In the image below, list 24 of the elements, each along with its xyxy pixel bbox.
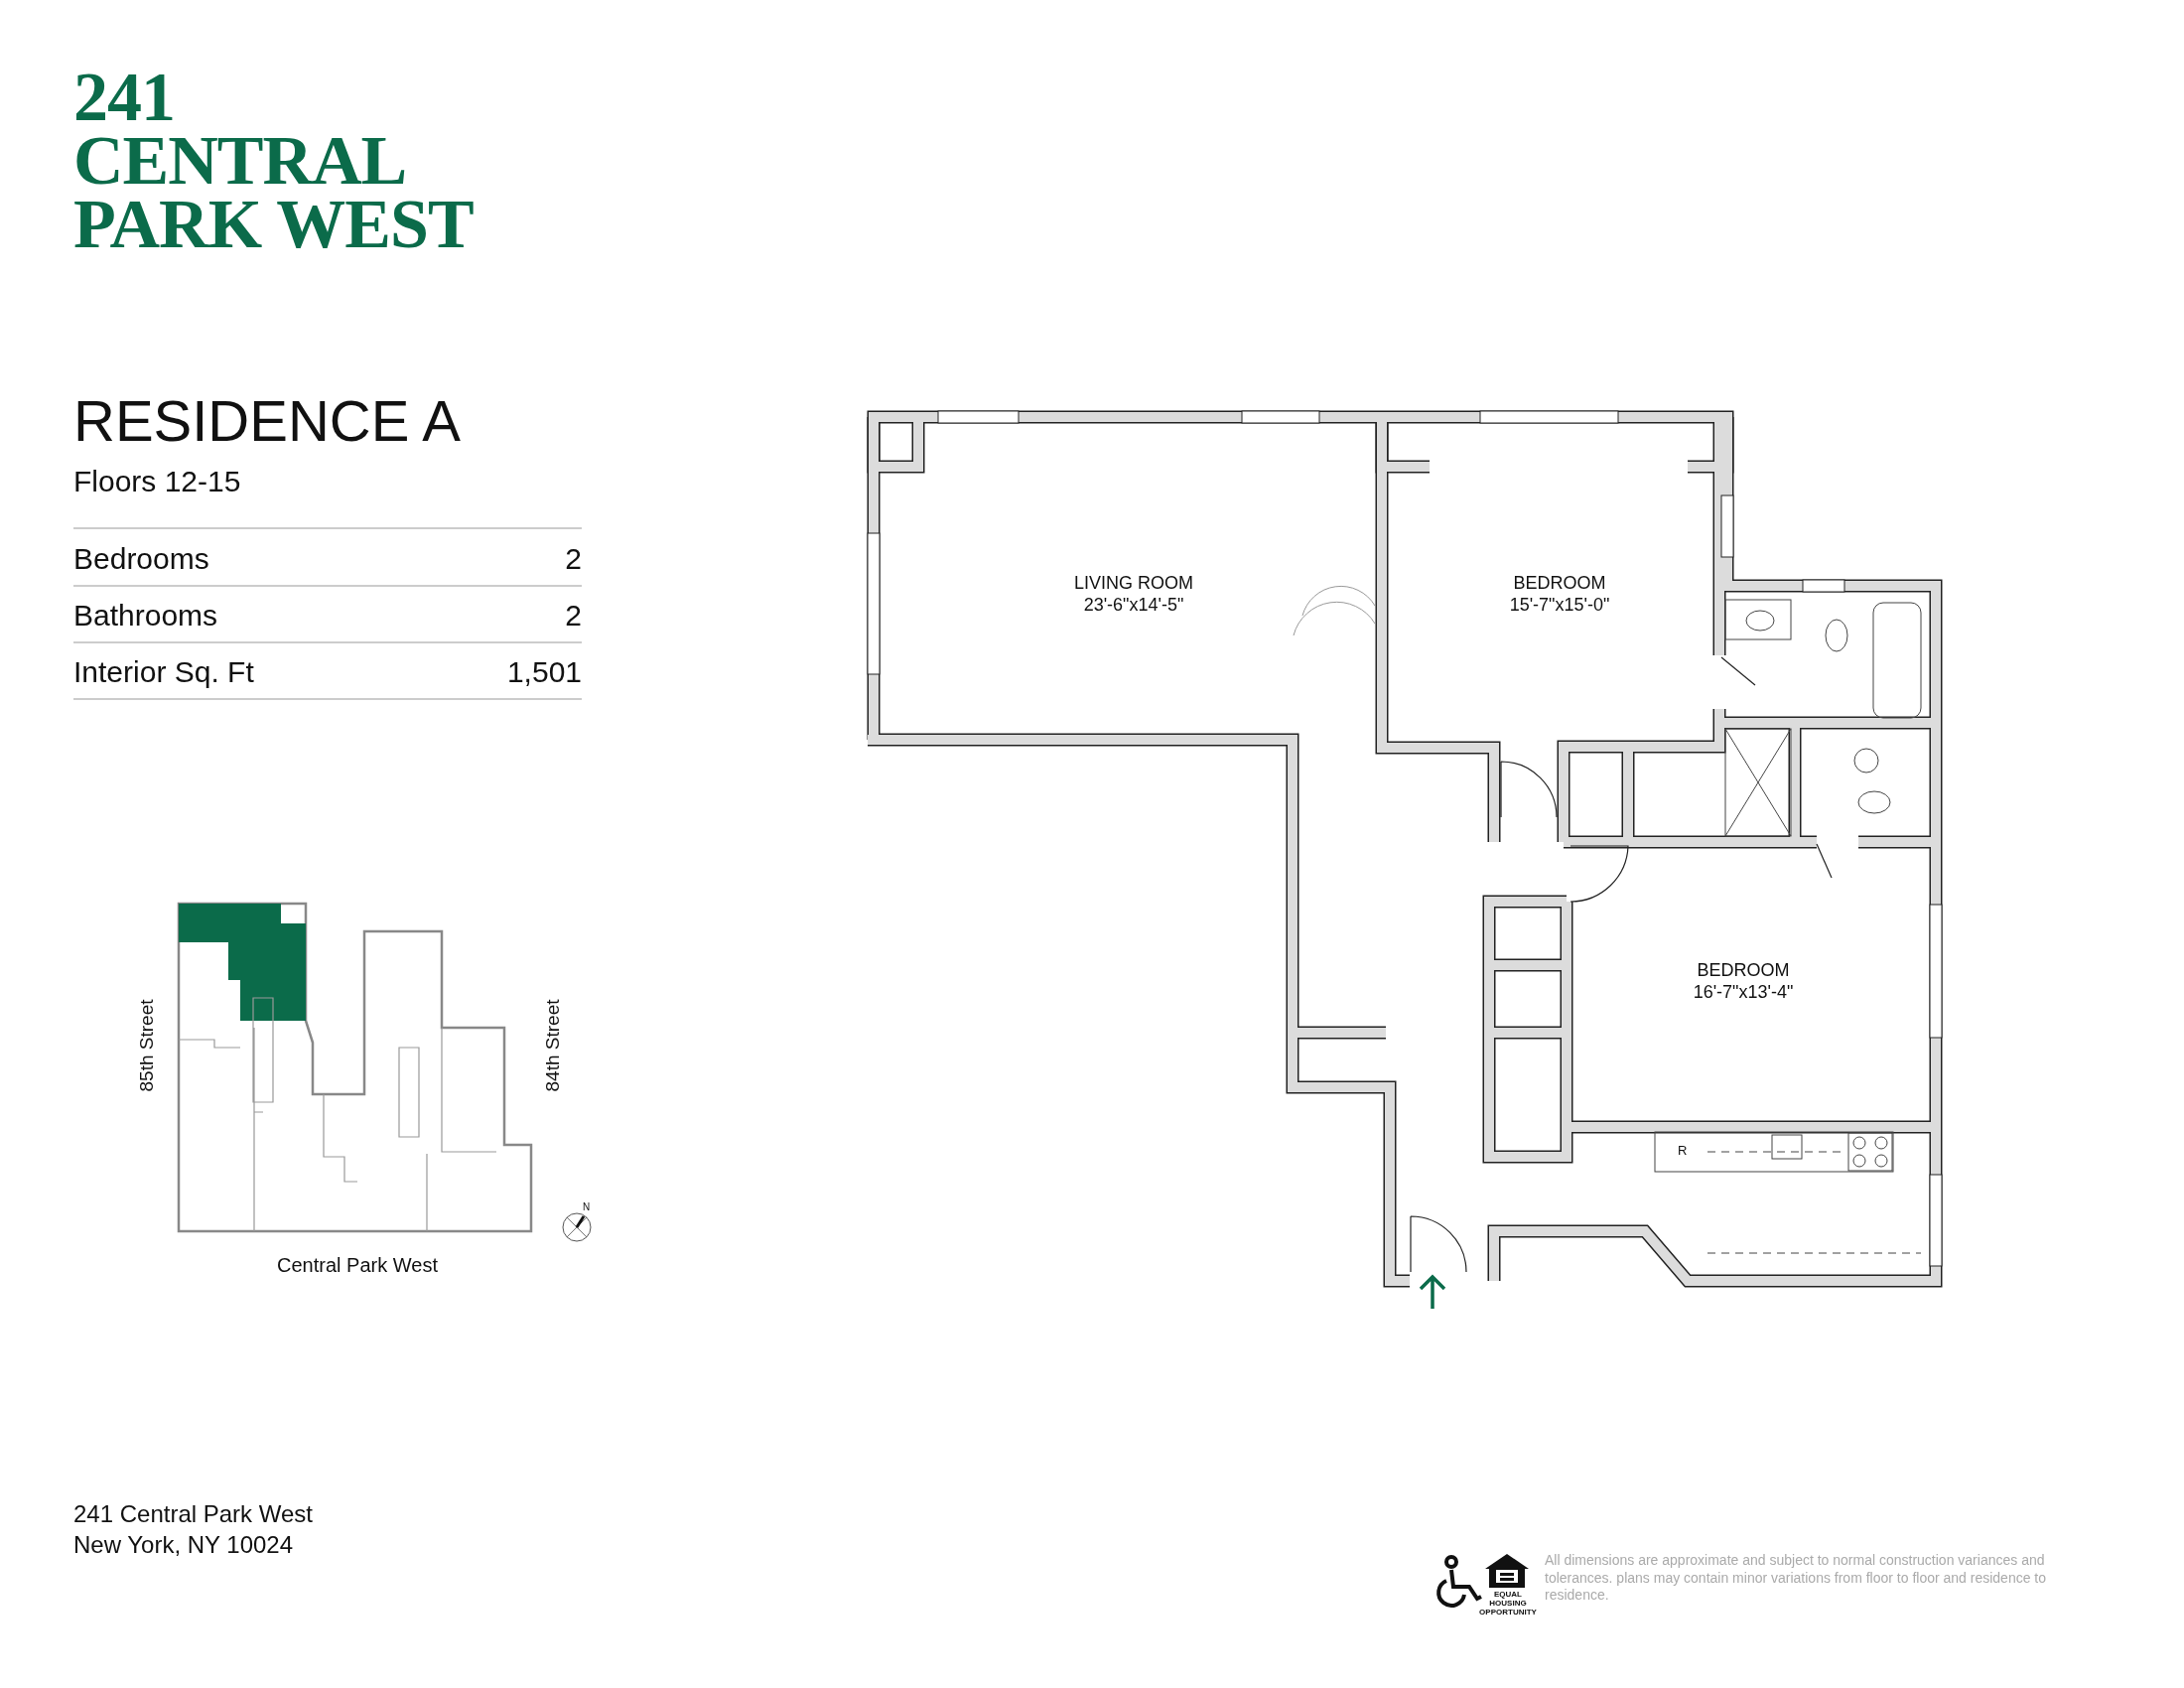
spec-name: Bedrooms (73, 541, 209, 577)
room-dimensions: 15'-7"x15'-0" (1509, 594, 1610, 616)
room-dimensions: 16'-7"x13'-4" (1693, 981, 1794, 1003)
room-name: LIVING ROOM (1074, 572, 1193, 594)
spec-value: 2 (565, 541, 582, 577)
building-title: 241 CENTRAL PARK WEST (73, 66, 475, 256)
address-line: New York, NY 10024 (73, 1530, 294, 1560)
spec-name: Bathrooms (73, 598, 218, 633)
floor-range: Floors 12-15 (73, 464, 241, 499)
spec-name: Interior Sq. Ft (73, 654, 254, 690)
street-name: 84th Street (541, 999, 565, 1092)
spec-value: 2 (565, 598, 582, 633)
room-name: BEDROOM (1696, 959, 1791, 981)
north-label: N (583, 1201, 591, 1214)
street-name: 85th Street (135, 999, 159, 1092)
room-dimensions: 23'-6"x14'-5" (1082, 594, 1185, 616)
equal-housing-text: EQUAL HOUSING OPPORTUNITY (1478, 1590, 1538, 1617)
residence-name: RESIDENCE A (73, 387, 461, 455)
address-line: 241 Central Park West (73, 1499, 313, 1529)
street-name: Central Park West (277, 1253, 438, 1278)
appliance-label: R (1678, 1143, 1688, 1160)
disclaimer-text: All dimensions are approximate and subject to normal construction variances and tolerances. plans may contain minor variations from floor to floor and residence to residence. (1545, 1552, 2048, 1605)
spec-value: 1,501 (506, 654, 582, 690)
room-name: BEDROOM (1512, 572, 1607, 594)
